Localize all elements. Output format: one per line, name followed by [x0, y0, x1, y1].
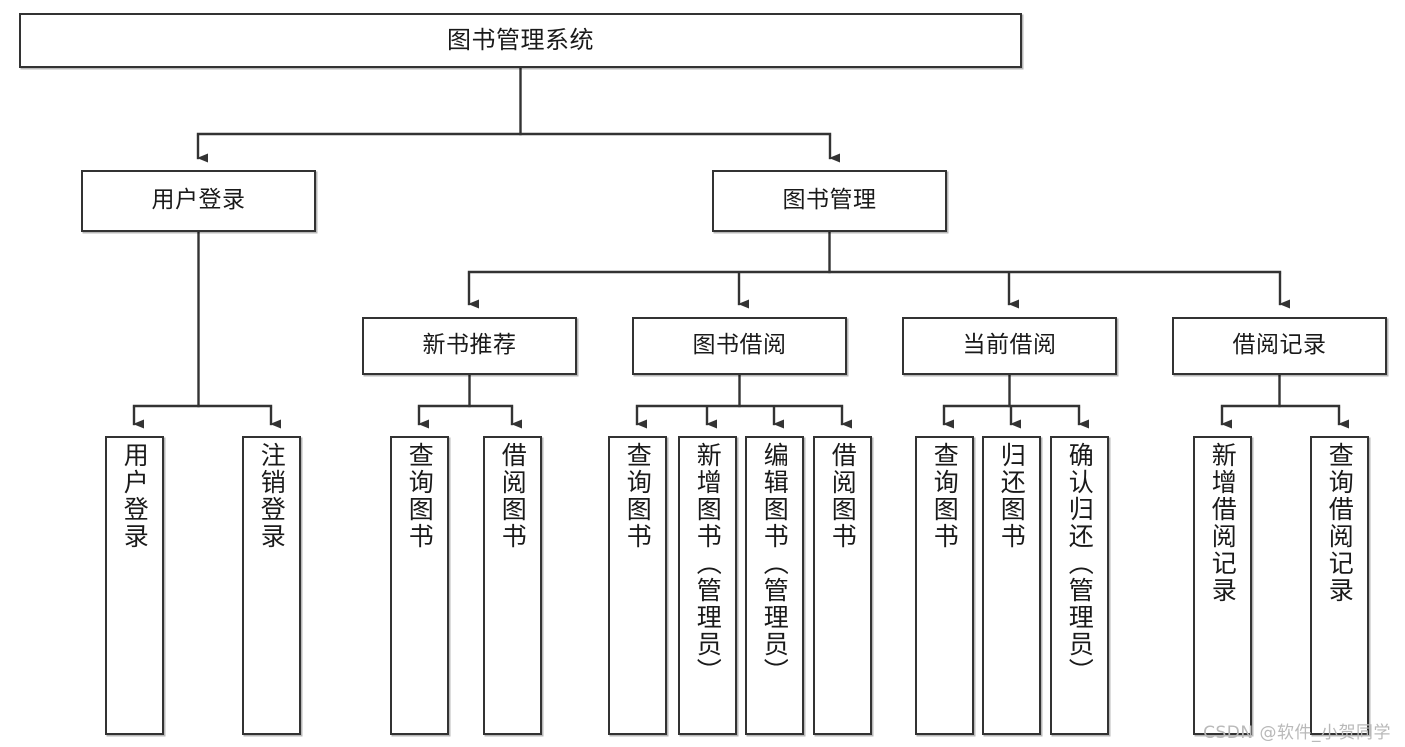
- leaf-query-book-recommend[interactable]: 查询图书: [390, 436, 449, 735]
- node-label: 查询图书: [405, 442, 435, 550]
- leaf-query-book-current[interactable]: 查询图书: [915, 436, 974, 735]
- leaf-borrow-book[interactable]: 借阅图书: [813, 436, 872, 735]
- node-label: 图书借阅: [692, 332, 787, 359]
- node-root-book-management-system[interactable]: 图书管理系统: [19, 13, 1022, 68]
- node-label: 查询图书: [623, 442, 653, 550]
- leaf-borrow-book-recommend[interactable]: 借阅图书: [483, 436, 542, 735]
- node-label: 编辑图书（管理员）: [760, 442, 790, 685]
- leaf-user-login[interactable]: 用户登录: [105, 436, 164, 735]
- leaf-confirm-return-admin[interactable]: 确认归还（管理员）: [1050, 436, 1109, 735]
- node-label: 用户登录: [120, 442, 150, 550]
- node-label: 新书推荐: [422, 332, 517, 359]
- leaf-query-borrow-record[interactable]: 查询借阅记录: [1310, 436, 1369, 735]
- node-book-borrow[interactable]: 图书借阅: [632, 317, 847, 375]
- node-label: 图书管理系统: [447, 26, 594, 55]
- node-current-borrow[interactable]: 当前借阅: [902, 317, 1117, 375]
- node-label: 新增借阅记录: [1208, 442, 1238, 604]
- node-borrow-record[interactable]: 借阅记录: [1172, 317, 1387, 375]
- node-book-management[interactable]: 图书管理: [712, 170, 947, 232]
- node-new-book-recommend[interactable]: 新书推荐: [362, 317, 577, 375]
- node-label: 查询借阅记录: [1325, 442, 1355, 604]
- leaf-query-book-borrow[interactable]: 查询图书: [608, 436, 667, 735]
- leaf-add-book-admin[interactable]: 新增图书（管理员）: [678, 436, 737, 735]
- csdn-watermark: CSDN @软件_小贺同学: [1203, 723, 1391, 743]
- node-label: 借阅记录: [1232, 332, 1327, 359]
- leaf-return-book[interactable]: 归还图书: [982, 436, 1041, 735]
- leaf-edit-book-admin[interactable]: 编辑图书（管理员）: [745, 436, 804, 735]
- node-label: 借阅图书: [498, 442, 528, 550]
- node-label: 归还图书: [997, 442, 1027, 550]
- node-label: 新增图书（管理员）: [693, 442, 723, 685]
- node-label: 确认归还（管理员）: [1065, 442, 1095, 685]
- node-label: 当前借阅: [962, 332, 1057, 359]
- leaf-add-borrow-record[interactable]: 新增借阅记录: [1193, 436, 1252, 735]
- node-label: 注销登录: [257, 442, 287, 550]
- node-label: 查询图书: [930, 442, 960, 550]
- node-label: 用户登录: [151, 187, 246, 214]
- node-user-login[interactable]: 用户登录: [81, 170, 316, 232]
- leaf-user-logout[interactable]: 注销登录: [242, 436, 301, 735]
- node-label: 借阅图书: [828, 442, 858, 550]
- node-label: 图书管理: [782, 187, 877, 214]
